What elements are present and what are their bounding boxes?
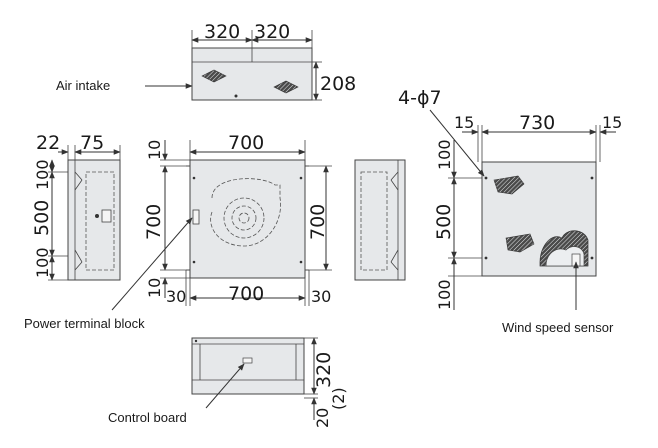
back-view: 15 730 15 4-ϕ7 100 500 100 Wind speed se…	[398, 87, 622, 335]
side-depth-2-dim: 75	[80, 132, 104, 154]
top-height-dim: 208	[320, 73, 356, 95]
back-width-dim: 730	[519, 112, 555, 134]
side-height-mid-dim: 500	[31, 200, 53, 236]
exhaust-grille-upper	[493, 175, 525, 195]
bottom-height-dim: 320	[313, 352, 335, 388]
side-view-left: 22 75 100 500 100	[31, 132, 121, 281]
air-intake-grille-left	[201, 69, 227, 83]
front-width-dim: 700	[228, 132, 264, 154]
top-view: 320 320 208 Air intake	[56, 21, 356, 101]
exhaust-grille-lower	[505, 233, 535, 253]
back-height-bot-dim: 100	[435, 279, 454, 310]
back-height-top-dim: 100	[435, 139, 454, 170]
back-left-offset-dim: 15	[454, 113, 474, 132]
side-height-top-dim: 100	[33, 159, 52, 190]
top-width-1-dim: 320	[204, 21, 240, 43]
front-bottom-left-dim: 30	[166, 287, 186, 306]
back-height-mid-dim: 500	[433, 204, 455, 240]
side-view-right-body	[354, 159, 406, 281]
wind-speed-sensor-label: Wind speed sensor	[502, 320, 614, 335]
control-board-label: Control board	[108, 410, 187, 425]
front-height-left-dim: 700	[143, 204, 165, 240]
bottom-offset-dim: 20	[313, 408, 332, 428]
air-intake-grille-right	[273, 80, 299, 94]
side-depth-1-dim: 22	[36, 132, 60, 154]
front-bottom-offset-dim: 10	[145, 278, 164, 298]
side-height-bot-dim: 100	[33, 247, 52, 278]
front-view: 700 10 700 10 700 700 30 30 Power termin…	[24, 132, 332, 331]
front-bottom-width-dim: 700	[228, 283, 264, 305]
mounting-holes-label: 4-ϕ7	[398, 87, 442, 109]
bottom-paren-dim: (2)	[329, 387, 348, 410]
side-view-right	[354, 159, 406, 281]
front-bottom-right-dim: 30	[311, 287, 331, 306]
top-width-2-dim: 320	[254, 21, 290, 43]
front-top-offset-dim: 10	[145, 140, 164, 160]
air-intake-label: Air intake	[56, 78, 110, 93]
bottom-view: 320 20 (2) Control board	[108, 337, 348, 428]
back-right-offset-dim: 15	[602, 113, 622, 132]
side-view-body	[67, 159, 121, 281]
power-terminal-block-label: Power terminal block	[24, 316, 145, 331]
front-view-body	[189, 159, 306, 279]
front-height-right-dim: 700	[307, 204, 329, 240]
fan-housing-outline	[210, 178, 282, 247]
bottom-view-body	[191, 337, 305, 395]
